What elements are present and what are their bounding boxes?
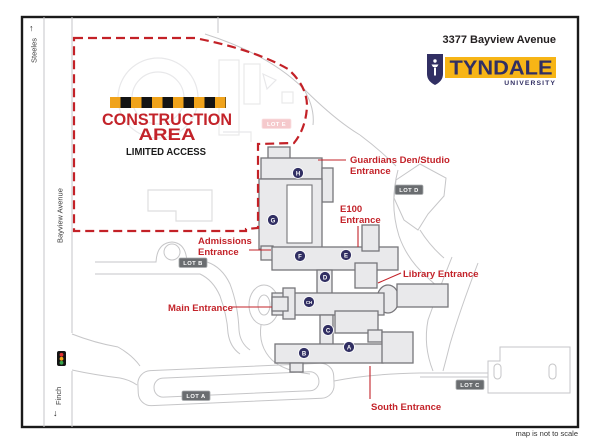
finch-arrow-icon: ↓ — [53, 408, 58, 418]
svg-text:CH: CH — [306, 300, 312, 305]
steeles-label: Steeles — [30, 38, 39, 63]
construction-boundary — [72, 36, 309, 233]
lot-b-badge: LOT B — [178, 257, 208, 268]
svg-text:Entrance: Entrance — [198, 247, 239, 258]
address-text: 3377 Bayview Avenue — [442, 34, 556, 46]
svg-text:C: C — [326, 328, 331, 334]
admissions-entrance-label: Admissions Entrance — [198, 236, 271, 258]
svg-text:LOT D: LOT D — [399, 188, 418, 194]
lot-a-badge: LOT A — [181, 390, 211, 401]
svg-text:F: F — [298, 254, 302, 260]
svg-text:E: E — [344, 253, 348, 259]
marker-e: E — [340, 249, 352, 261]
finch-label: Finch — [54, 387, 63, 405]
marker-g: G — [267, 214, 279, 226]
construction-title-line1: CONSTRUCTION — [102, 110, 232, 129]
lot-b-culdesac — [163, 243, 181, 261]
courtyard — [286, 184, 313, 244]
construction-title-line2: AREA — [139, 125, 196, 144]
svg-text:Guardians Den/Studio: Guardians Den/Studio — [350, 155, 450, 166]
svg-text:Library Entrance: Library Entrance — [403, 269, 479, 280]
svg-text:LOT B: LOT B — [183, 261, 202, 267]
marker-c: C — [322, 324, 334, 336]
svg-text:Entrance: Entrance — [340, 215, 381, 226]
svg-text:B: B — [302, 351, 307, 357]
south-entrance-label: South Entrance — [369, 366, 441, 413]
library-entrance-label: Library Entrance — [377, 269, 479, 284]
traffic-light-icon — [57, 351, 66, 366]
hazard-stripe-icon — [110, 97, 226, 108]
svg-text:Admissions: Admissions — [198, 236, 252, 247]
svg-text:LOT C: LOT C — [460, 383, 480, 389]
logo-wordmark: TYNDALE — [450, 58, 553, 80]
svg-text:Main Entrance: Main Entrance — [168, 303, 233, 314]
marker-a: A — [343, 341, 355, 353]
lot-c-badge: LOT C — [455, 379, 485, 390]
marker-f: F — [294, 250, 306, 262]
scale-note: map is not to scale — [515, 429, 578, 438]
lot-c-area — [487, 346, 571, 394]
logo-subtext: UNIVERSITY — [504, 80, 556, 87]
construction-notice: CONSTRUCTION AREA LIMITED ACCESS — [102, 97, 232, 158]
marker-h: H — [292, 167, 304, 179]
svg-text:D: D — [323, 275, 328, 281]
lot-d-badge: LOT D — [394, 184, 424, 195]
svg-text:Entrance: Entrance — [350, 166, 391, 177]
lot-d-area — [393, 163, 447, 231]
steeles-arrow-icon: ↑ — [29, 23, 34, 33]
logo-gold-box — [445, 57, 556, 78]
tyndale-logo: TYNDALE UNIVERSITY — [427, 54, 556, 87]
svg-text:South Entrance: South Entrance — [371, 402, 441, 413]
svg-text:A: A — [347, 345, 352, 351]
marker-ch: CH — [303, 296, 315, 308]
lot-e-badge: LOT E — [261, 118, 292, 129]
main-entrance-label: Main Entrance — [168, 303, 272, 314]
svg-text:H: H — [296, 171, 300, 177]
street-labels: ↑ Steeles Bayview Avenue Finch ↓ — [29, 23, 65, 418]
marker-d: D — [319, 271, 331, 283]
library-building — [396, 283, 449, 308]
svg-text:G: G — [271, 218, 276, 224]
svg-text:E100: E100 — [340, 204, 362, 215]
header: 3377 Bayview Avenue TYNDALE UNIVERSITY — [427, 34, 556, 87]
parking-lot-badges: LOT E LOT D LOT B LOT A LOT C — [178, 118, 485, 401]
guardians-entrance-label: Guardians Den/Studio Entrance — [318, 155, 450, 177]
entrance-labels: Guardians Den/Studio Entrance E100 Entra… — [168, 155, 479, 413]
svg-text:LOT E: LOT E — [267, 122, 286, 128]
svg-text:LOT A: LOT A — [186, 394, 206, 400]
e100-entrance-label: E100 Entrance — [340, 204, 381, 247]
marker-b: B — [298, 347, 310, 359]
building-markers: H G F E D CH C B A — [267, 167, 355, 359]
bayview-avenue-label: Bayview Avenue — [56, 188, 65, 243]
campus-buildings — [258, 146, 449, 373]
construction-subtitle: LIMITED ACCESS — [126, 146, 206, 158]
